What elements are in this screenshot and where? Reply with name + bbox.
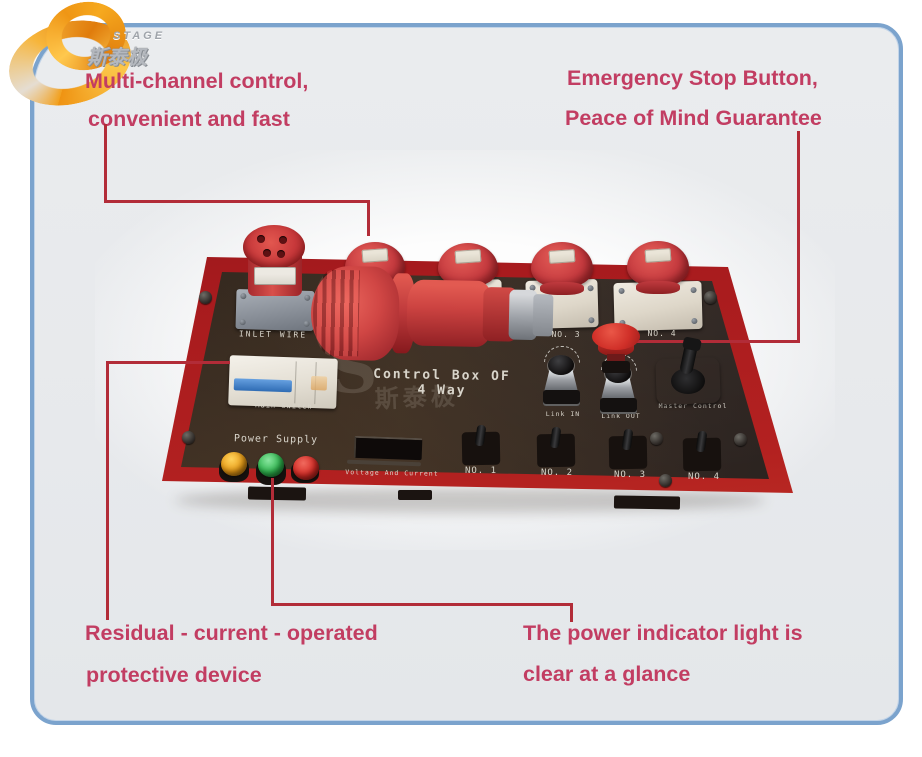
callout-indicator-line1: The power indicator light is bbox=[523, 621, 803, 645]
toggle-no3 bbox=[608, 428, 648, 470]
toggle-no2 bbox=[536, 426, 576, 468]
box-foot bbox=[398, 490, 432, 500]
breaker-handle bbox=[233, 378, 293, 393]
toggle-no1 bbox=[461, 424, 501, 466]
callout-multichannel-line2: convenient and fast bbox=[88, 107, 290, 131]
socket4-cap bbox=[627, 241, 689, 287]
socket4-collar bbox=[636, 281, 680, 294]
screw-icon bbox=[182, 431, 195, 444]
leader-indicator-v bbox=[271, 478, 274, 606]
screw-icon bbox=[704, 291, 717, 304]
callout-estop-line2: Peace of Mind Guarantee bbox=[565, 106, 822, 130]
inlet-plug-label bbox=[254, 267, 296, 285]
callout-rcd-line2: protective device bbox=[86, 663, 262, 687]
leader-estop-h bbox=[637, 340, 800, 343]
leader-indicator-h bbox=[271, 603, 573, 606]
inlet-plug-face bbox=[243, 225, 305, 269]
socket3-label: NO. 3 bbox=[551, 330, 581, 339]
toggle-no3-label: NO. 3 bbox=[613, 470, 647, 480]
green-indicator-light bbox=[258, 453, 284, 477]
toggle-no2-label: NO. 2 bbox=[540, 468, 574, 478]
master-control-label: Master Control bbox=[658, 402, 728, 410]
screw-icon bbox=[659, 474, 672, 487]
link-in-key-switch bbox=[542, 346, 582, 412]
toggle-no4-label: NO. 4 bbox=[687, 472, 721, 482]
link-in-label: Link IN bbox=[545, 410, 581, 418]
leader-indicator-tip bbox=[570, 603, 573, 622]
power-supply-label: Power Supply bbox=[233, 433, 319, 446]
callout-estop-line1: Emergency Stop Button, bbox=[567, 66, 818, 90]
box-latch-left bbox=[247, 486, 307, 501]
screw-icon bbox=[650, 432, 663, 445]
leader-multichannel-tip bbox=[367, 200, 370, 236]
leader-multichannel-h bbox=[104, 200, 370, 203]
socket3-collar bbox=[540, 282, 584, 295]
red-coupler-connector bbox=[310, 261, 562, 370]
box-title-line2: 4 Way bbox=[417, 382, 467, 399]
voltage-current-label: Voltage And Current bbox=[345, 468, 439, 478]
toggle-no4 bbox=[682, 430, 722, 472]
box-latch-right bbox=[613, 495, 681, 510]
voltage-display-slot bbox=[353, 435, 423, 461]
logo-brand-en: STAGE bbox=[113, 30, 166, 42]
leader-multichannel-v bbox=[104, 124, 107, 203]
screw-icon bbox=[734, 433, 747, 446]
callout-rcd-line1: Residual - current - operated bbox=[85, 621, 378, 645]
socket4-label: NO. 4 bbox=[647, 329, 677, 338]
amber-indicator-light bbox=[221, 452, 247, 476]
callout-multichannel-line1: Multi-channel control, bbox=[85, 69, 309, 93]
leader-rcd-h bbox=[106, 361, 230, 364]
leader-estop-v bbox=[797, 131, 800, 343]
red-indicator-light bbox=[293, 456, 319, 480]
inlet-wire-label: INLET WIRE bbox=[238, 329, 308, 340]
master-control-joystick bbox=[656, 336, 726, 408]
emergency-stop-button bbox=[592, 323, 644, 375]
screw-icon bbox=[199, 291, 212, 304]
logo-brand-cn: 斯泰极 bbox=[87, 47, 147, 69]
callout-indicator-line2: clear at a glance bbox=[523, 662, 691, 686]
socket3-cap bbox=[531, 242, 593, 288]
toggle-no1-label: NO. 1 bbox=[464, 466, 498, 476]
link-out-label: Link OUT bbox=[601, 412, 641, 420]
leader-rcd-v bbox=[106, 361, 109, 620]
